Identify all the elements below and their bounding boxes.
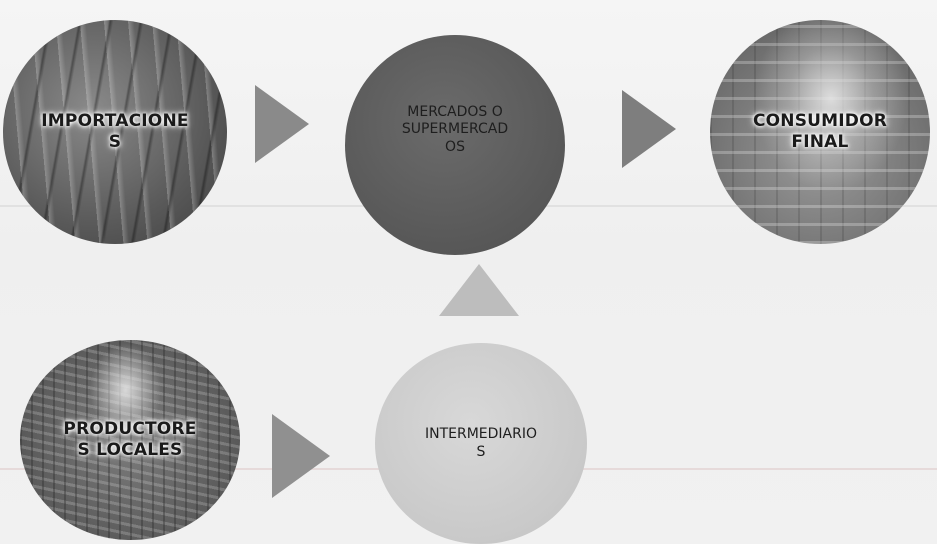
node-intermediarios: INTERMEDIARIO S xyxy=(375,343,587,544)
node-consumidor-label: CONSUMIDOR FINAL xyxy=(752,110,888,152)
arrow-right-shape xyxy=(622,90,676,168)
arrow-up-shape xyxy=(439,264,519,316)
node-mercados: MERCADOS O SUPERMERCAD OS xyxy=(345,35,565,255)
node-productores-label: PRODUCTORE S LOCALES xyxy=(63,418,197,460)
arrow-right-shape xyxy=(272,414,330,498)
node-importaciones: IMPORTACIONE S xyxy=(3,20,227,244)
arrow-importaciones-to-mercados xyxy=(255,85,309,163)
node-importaciones-label: IMPORTACIONE S xyxy=(41,110,189,152)
arrow-productores-to-intermediarios xyxy=(272,414,330,498)
node-consumidor: CONSUMIDOR FINAL xyxy=(710,20,930,244)
arrow-intermediarios-to-mercados xyxy=(439,264,519,316)
node-mercados-label: MERCADOS O SUPERMERCAD OS xyxy=(401,103,509,155)
arrow-right-shape xyxy=(255,85,309,163)
node-productores: PRODUCTORE S LOCALES xyxy=(20,340,240,540)
arrow-mercados-to-consumidor xyxy=(622,90,676,168)
node-intermediarios-label: INTERMEDIARIO S xyxy=(424,426,537,460)
